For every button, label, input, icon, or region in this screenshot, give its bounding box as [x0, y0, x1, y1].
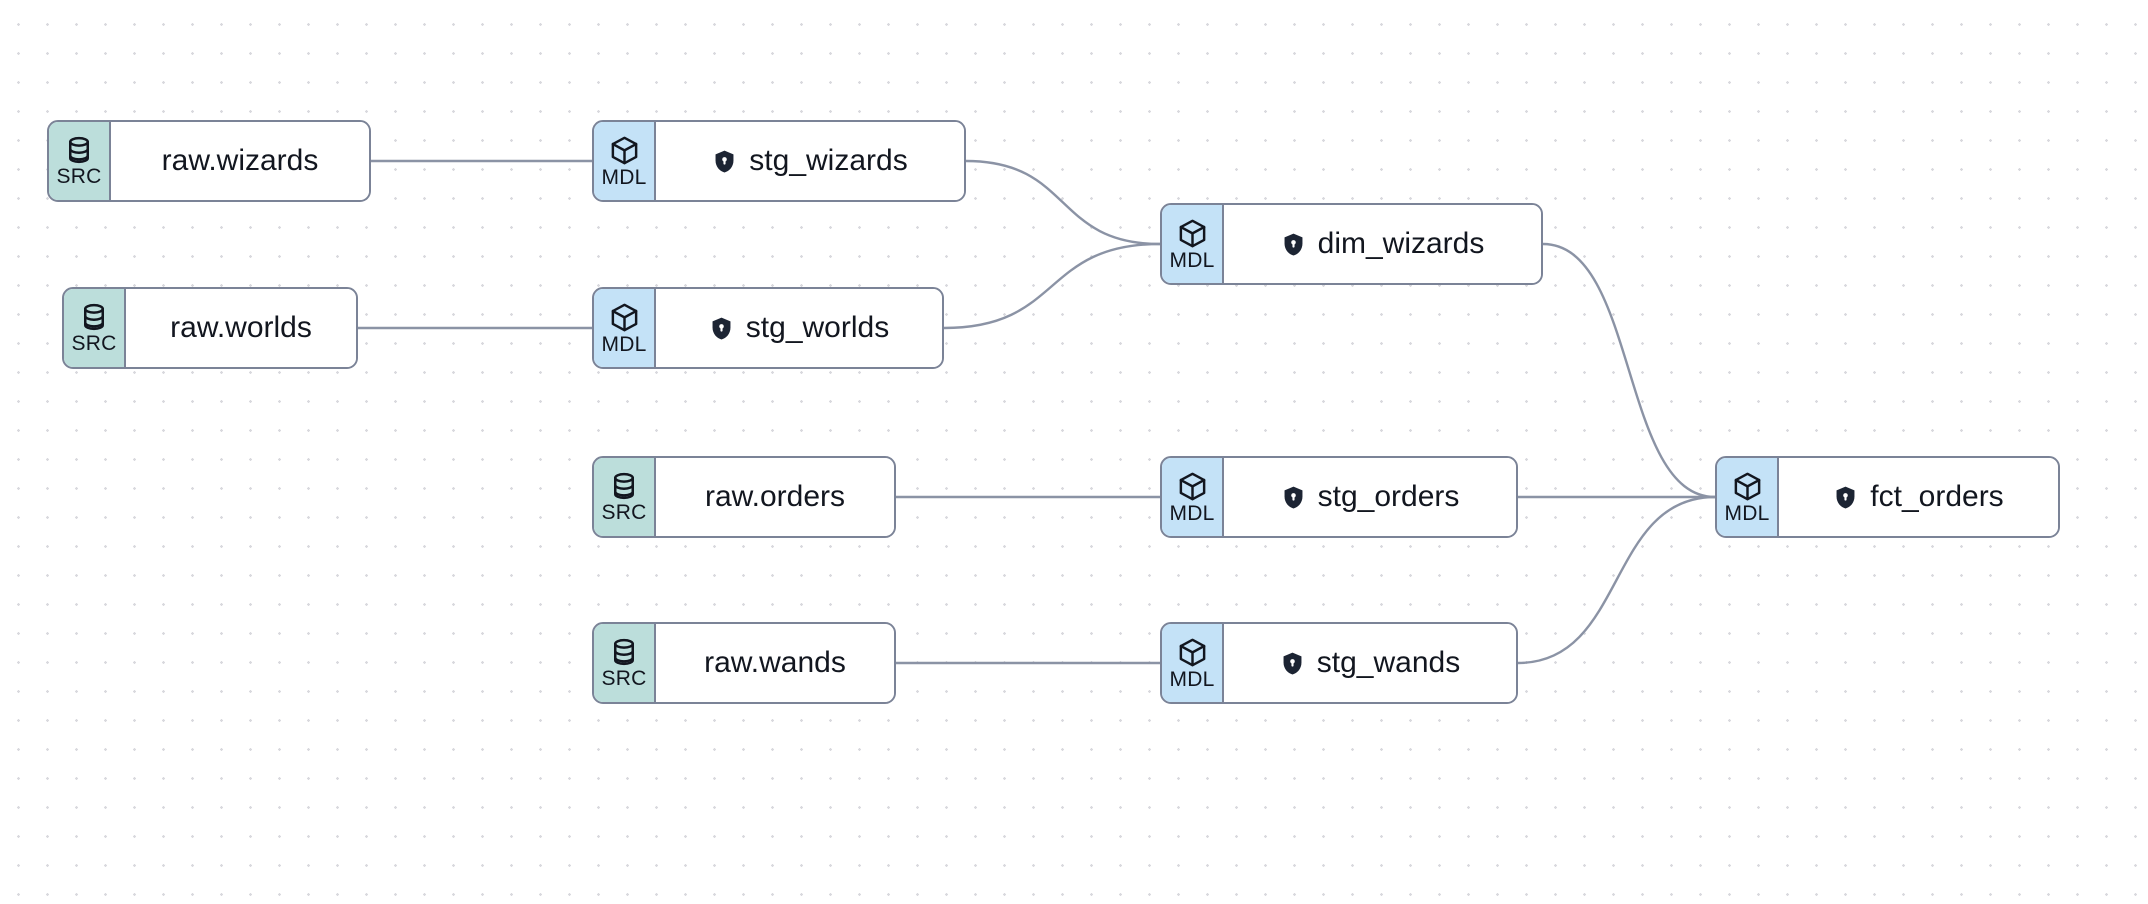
cube-icon: [1177, 637, 1208, 668]
node-stg_worlds[interactable]: MDL stg_worlds: [592, 287, 944, 369]
node-body-raw_wizards: raw.wizards: [111, 122, 369, 200]
node-body-stg_wands: stg_wands: [1224, 624, 1516, 702]
shield-lock-icon: [1280, 651, 1305, 676]
node-type-badge-raw_worlds: SRC: [64, 289, 126, 367]
edge-stg_worlds-to-dim_wizards: [942, 242, 1162, 330]
node-raw_orders[interactable]: SRC raw.orders: [592, 456, 896, 538]
node-type-badge-raw_wands: SRC: [594, 624, 656, 702]
edge-stg_wizards-to-dim_wizards: [964, 159, 1162, 246]
node-body-dim_wizards: dim_wizards: [1224, 205, 1541, 283]
badge-label: MDL: [601, 165, 647, 189]
database-icon: [64, 135, 94, 165]
node-label: raw.orders: [704, 480, 846, 513]
database-icon: [79, 302, 109, 332]
cube-icon: [1177, 471, 1208, 502]
node-label: stg_orders: [1317, 480, 1460, 513]
node-body-raw_worlds: raw.worlds: [126, 289, 356, 367]
node-body-raw_orders: raw.orders: [656, 458, 894, 536]
badge-label: SRC: [56, 165, 102, 188]
node-stg_wands[interactable]: MDL stg_wands: [1160, 622, 1518, 704]
shield-lock-icon: [1281, 232, 1306, 257]
node-label: fct_orders: [1870, 480, 2004, 513]
node-type-badge-stg_wizards: MDL: [594, 122, 656, 200]
node-type-badge-stg_orders: MDL: [1162, 458, 1224, 536]
node-label: raw.wands: [704, 646, 846, 679]
cube-icon: [1177, 218, 1208, 249]
node-raw_wands[interactable]: SRC raw.wands: [592, 622, 896, 704]
database-icon: [609, 637, 639, 667]
node-body-raw_wands: raw.wands: [656, 624, 894, 702]
shield-lock-icon: [1281, 485, 1306, 510]
badge-label: SRC: [601, 667, 647, 690]
cube-icon: [609, 302, 640, 333]
node-raw_wizards[interactable]: SRC raw.wizards: [47, 120, 371, 202]
node-type-badge-dim_wizards: MDL: [1162, 205, 1224, 283]
node-body-fct_orders: fct_orders: [1779, 458, 2058, 536]
badge-label: MDL: [601, 332, 647, 356]
node-body-stg_orders: stg_orders: [1224, 458, 1516, 536]
node-stg_wizards[interactable]: MDL stg_wizards: [592, 120, 966, 202]
edge-dim_wizards-to-fct_orders: [1541, 242, 1717, 499]
badge-label: MDL: [1169, 667, 1215, 691]
node-label: stg_wizards: [749, 144, 908, 177]
edge-stg_wands-to-fct_orders: [1516, 495, 1717, 665]
node-type-badge-raw_orders: SRC: [594, 458, 656, 536]
badge-label: MDL: [1169, 501, 1215, 525]
badge-label: SRC: [601, 501, 647, 524]
node-type-badge-fct_orders: MDL: [1717, 458, 1779, 536]
shield-lock-icon: [712, 149, 737, 174]
badge-label: MDL: [1724, 501, 1770, 525]
node-label: raw.wizards: [161, 144, 319, 177]
shield-lock-icon: [709, 316, 734, 341]
node-label: stg_worlds: [745, 311, 890, 344]
node-label: raw.worlds: [170, 311, 312, 344]
node-body-stg_wizards: stg_wizards: [656, 122, 964, 200]
node-stg_orders[interactable]: MDL stg_orders: [1160, 456, 1518, 538]
badge-label: SRC: [71, 332, 117, 355]
node-fct_orders[interactable]: MDL fct_orders: [1715, 456, 2060, 538]
node-body-stg_worlds: stg_worlds: [656, 289, 942, 367]
node-label: stg_wands: [1316, 646, 1461, 679]
node-raw_worlds[interactable]: SRC raw.worlds: [62, 287, 358, 369]
database-icon: [609, 471, 639, 501]
node-type-badge-stg_wands: MDL: [1162, 624, 1224, 702]
cube-icon: [1732, 471, 1763, 502]
shield-lock-icon: [1833, 485, 1858, 510]
node-label: dim_wizards: [1317, 227, 1485, 260]
node-dim_wizards[interactable]: MDL dim_wizards: [1160, 203, 1543, 285]
node-type-badge-stg_worlds: MDL: [594, 289, 656, 367]
node-type-badge-raw_wizards: SRC: [49, 122, 111, 200]
badge-label: MDL: [1169, 248, 1215, 272]
cube-icon: [609, 135, 640, 166]
